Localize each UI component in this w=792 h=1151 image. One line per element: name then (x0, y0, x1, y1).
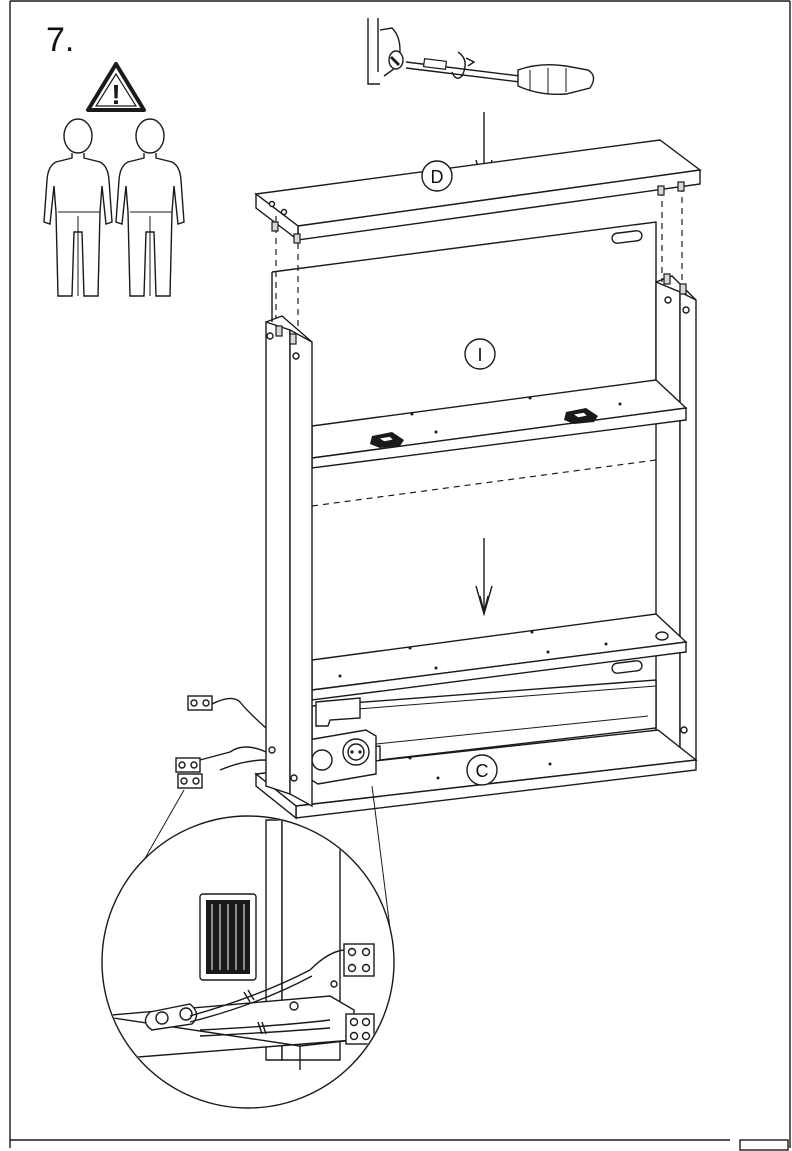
person-right (115, 118, 185, 297)
part-label-I-circle (464, 338, 496, 370)
part-label-C-circle (466, 754, 498, 786)
warning-symbol: ! (111, 79, 120, 110)
screwdriver-icon (367, 18, 595, 96)
right-side-panel (655, 273, 697, 762)
socket-box (307, 729, 377, 785)
part-label-I: I (477, 345, 482, 365)
shelf-bracket-left (370, 432, 404, 448)
warning-triangle-icon: ! (86, 62, 146, 112)
middle-shelf (311, 379, 688, 507)
shelf-bracket-right (564, 408, 598, 424)
lower-shelf (311, 613, 688, 701)
detail-magnifier (101, 815, 395, 1109)
dowel-guide-lines (275, 186, 683, 330)
back-panel-I (271, 221, 657, 400)
part-label-D-circle (421, 160, 453, 192)
rating-label-plate (199, 893, 257, 981)
part-label-D: D (431, 167, 444, 187)
dowels (271, 181, 685, 244)
two-person-icon (43, 118, 185, 297)
page-frame (9, 0, 791, 1151)
part-label-C: C (476, 761, 489, 781)
person-left (43, 118, 113, 297)
cable-terminals-main (175, 695, 267, 789)
arrow-down-middle-icon (475, 538, 493, 617)
left-side-panel (265, 315, 313, 808)
step-number: 7. (46, 21, 75, 59)
